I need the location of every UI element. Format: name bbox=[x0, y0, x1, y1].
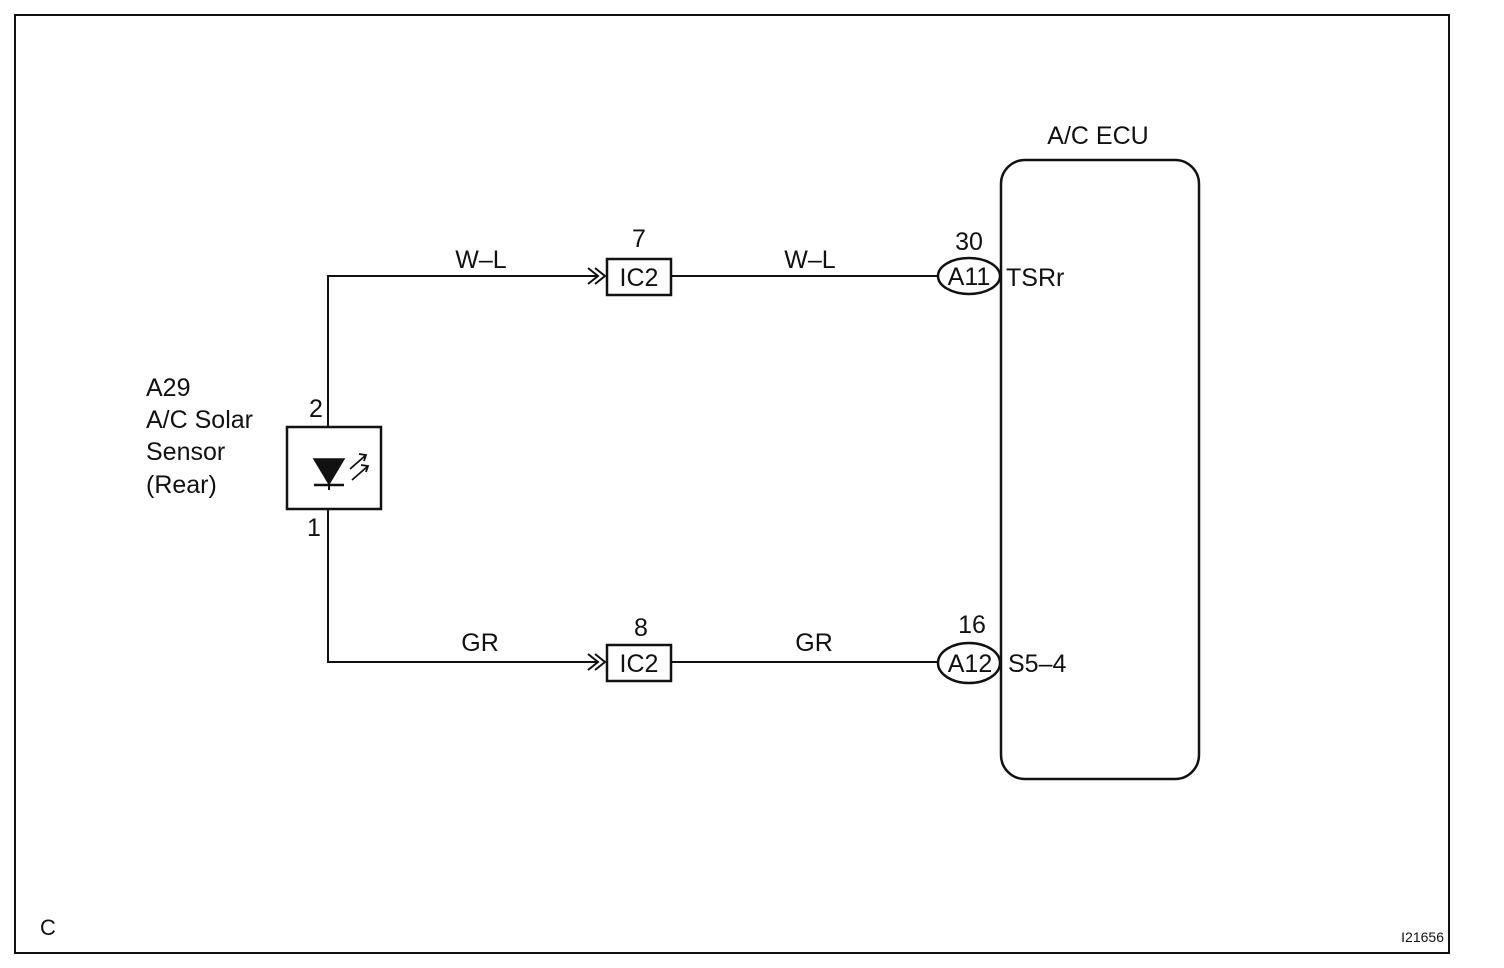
sensor-name-line3: (Rear) bbox=[146, 471, 217, 499]
wire-top-left bbox=[327, 275, 598, 427]
sensor-name-line2: Sensor bbox=[146, 438, 225, 466]
junction-top-pin: 7 bbox=[632, 225, 646, 253]
ecu-connector-top bbox=[936, 256, 1002, 296]
wire-bottom-left-color: GR bbox=[461, 629, 499, 657]
junction-bottom-box bbox=[605, 643, 673, 683]
sensor-connector-label: A29 bbox=[146, 374, 190, 402]
junction-top-label: IC2 bbox=[620, 264, 659, 292]
ecu-terminal-top: TSRr bbox=[1006, 264, 1064, 292]
sensor-pin-bottom: 1 bbox=[307, 514, 321, 542]
wire-top-right-color: W–L bbox=[784, 246, 836, 274]
wire-bottom-right-color: GR bbox=[795, 629, 833, 657]
sensor-pin-top: 2 bbox=[309, 395, 323, 423]
section-letter: C bbox=[40, 915, 56, 940]
ecu-box bbox=[999, 158, 1201, 781]
junction-bottom-pin: 8 bbox=[634, 614, 648, 642]
wire-bottom-left bbox=[327, 509, 598, 663]
junction-bottom-label: IC2 bbox=[620, 650, 659, 678]
figure-id: I21656 bbox=[1401, 929, 1444, 945]
ecu-connector-top-label: A11 bbox=[948, 263, 991, 291]
ecu-connector-bottom-label: A12 bbox=[948, 650, 992, 678]
ecu-terminal-bottom: S5–4 bbox=[1008, 650, 1066, 678]
ecu-connector-bottom-pin: 16 bbox=[958, 611, 986, 639]
ecu-connector-top-pin: 30 bbox=[955, 228, 983, 256]
diagram-frame bbox=[14, 14, 1450, 954]
wire-top-connector-chevron bbox=[587, 267, 607, 285]
wire-bottom-connector-chevron bbox=[587, 653, 607, 671]
ecu-title: A/C ECU bbox=[1047, 122, 1148, 150]
ecu-connector-bottom bbox=[936, 641, 1002, 685]
wire-top-left-color: W–L bbox=[455, 246, 507, 274]
junction-top-box bbox=[605, 257, 673, 297]
sensor-name-line1: A/C Solar bbox=[146, 406, 253, 434]
photodiode-icon bbox=[312, 453, 370, 490]
